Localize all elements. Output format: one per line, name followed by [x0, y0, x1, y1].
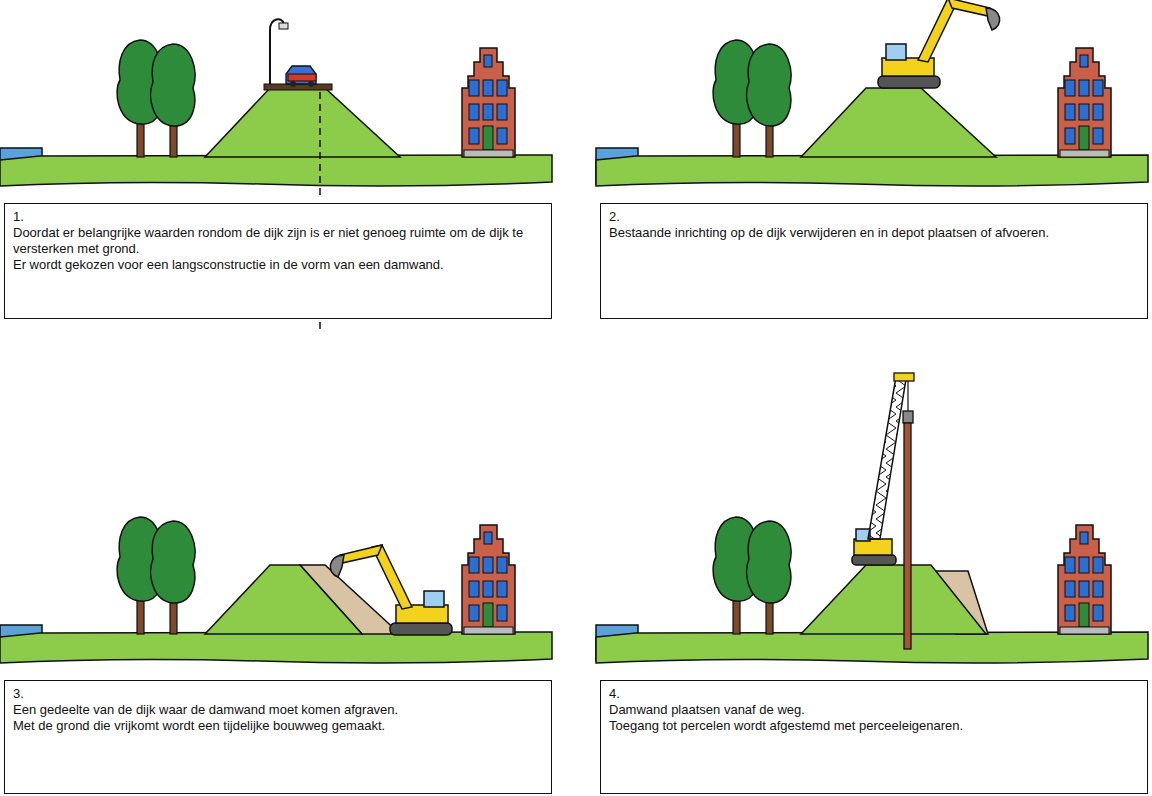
step-number: 4.: [609, 686, 1139, 702]
step-number: 3.: [13, 686, 543, 702]
scene-1: [0, 19, 552, 332]
caption-box: 2.Bestaande inrichting op de dijk verwij…: [600, 203, 1148, 319]
scene-3: [0, 517, 552, 663]
step-description: Er wordt gekozen voor een langsconstruct…: [13, 257, 543, 273]
step-description: Met de grond die vrijkomt wordt een tijd…: [13, 718, 543, 734]
step-number: 1.: [13, 209, 543, 225]
scene-4: [596, 373, 1148, 663]
step-description: Een gedeelte van de dijk waar de damwand…: [13, 702, 543, 718]
step-description: Bestaande inrichting op de dijk verwijde…: [609, 225, 1139, 241]
caption-box: 4.Damwand plaatsen vanaf de weg.Toegang …: [600, 680, 1148, 794]
step-description: Toegang tot percelen wordt afgestemd met…: [609, 718, 1139, 734]
step-number: 2.: [609, 209, 1139, 225]
step-description: Damwand plaatsen vanaf de weg.: [609, 702, 1139, 718]
caption-box: 3.Een gedeelte van de dijk waar de damwa…: [4, 680, 552, 794]
step-description: Doordat er belangrijke waarden rondom de…: [13, 225, 543, 257]
caption-box: 1.Doordat er belangrijke waarden rondom …: [4, 203, 552, 319]
scene-2: [596, 0, 1148, 186]
